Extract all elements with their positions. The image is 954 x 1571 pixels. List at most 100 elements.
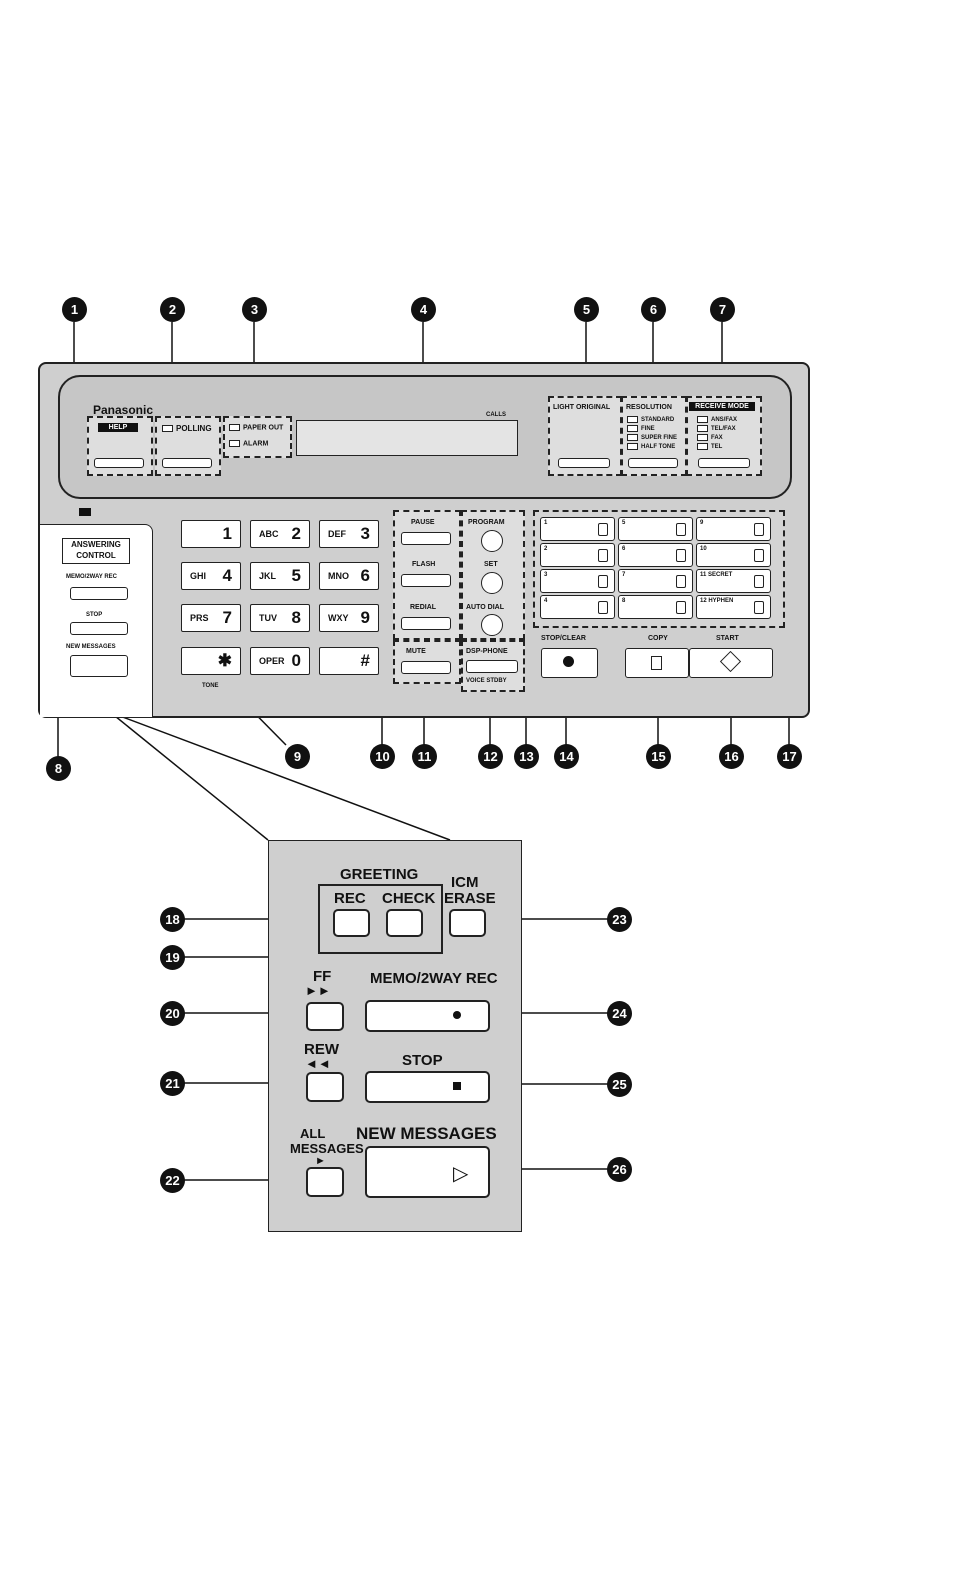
one-touch-key-icon [598, 549, 608, 562]
callout-9: 9 [285, 744, 310, 769]
help-button[interactable] [94, 458, 144, 468]
dsp-phone-button[interactable] [466, 660, 518, 673]
icm-erase-button[interactable] [449, 909, 486, 937]
greeting-check-button[interactable] [386, 909, 423, 937]
greeting-rec-label: REC [334, 890, 366, 907]
new-messages-label: NEW MESSAGES [356, 1124, 497, 1143]
key-hash[interactable]: # [319, 647, 379, 675]
one-touch-key[interactable]: 6 [618, 543, 693, 567]
program-button[interactable] [481, 530, 503, 552]
one-touch-key[interactable]: 12 HYPHEN [696, 595, 771, 619]
stop-button[interactable] [365, 1071, 490, 1103]
help-label: HELP [98, 423, 138, 432]
one-touch-key[interactable]: 3 [540, 569, 615, 593]
light-original-button[interactable] [558, 458, 610, 468]
tone-label: TONE [202, 683, 219, 689]
greeting-rec-button[interactable] [333, 909, 370, 937]
one-touch-key[interactable]: 10 [696, 543, 771, 567]
stop-clear-button[interactable] [541, 648, 598, 678]
memo-rec-small-label: MEMO/2WAY REC [66, 574, 118, 580]
key-star[interactable]: ✱ [181, 647, 241, 675]
one-touch-key-icon [676, 523, 686, 536]
callout-26: 26 [607, 1157, 632, 1182]
one-touch-key[interactable]: 5 [618, 517, 693, 541]
polling-button[interactable] [162, 458, 212, 468]
answering-control-label: ANSWERING CONTROL [62, 538, 130, 564]
one-touch-key-icon [676, 601, 686, 614]
lcd-display [296, 420, 518, 456]
flash-button[interactable] [401, 574, 451, 587]
set-button[interactable] [481, 572, 503, 594]
callout-1: 1 [62, 297, 87, 322]
one-touch-key-label: 7 [622, 572, 626, 578]
voice-stdby-label: VOICE STDBY [466, 678, 507, 684]
one-touch-key-label: 9 [700, 520, 704, 526]
stop-small-label: STOP [86, 612, 103, 618]
one-touch-key-icon [598, 601, 608, 614]
one-touch-key-label: 8 [622, 598, 626, 604]
receive-mode-label: RECEIVE MODE [689, 402, 755, 411]
one-touch-key-icon [598, 575, 608, 588]
one-touch-key[interactable]: 1 [540, 517, 615, 541]
rew-button[interactable] [306, 1072, 344, 1102]
status-lamps [223, 416, 292, 458]
callout-21: 21 [160, 1071, 185, 1096]
new-messages-small-label: NEW MESSAGES [66, 644, 116, 650]
stop-small-button[interactable] [70, 622, 128, 635]
one-touch-key[interactable]: 7 [618, 569, 693, 593]
redial-button[interactable] [401, 617, 451, 630]
play-triangle-icon: ▷ [453, 1161, 469, 1185]
one-touch-key-label: 3 [544, 572, 548, 578]
callout-17: 17 [777, 744, 802, 769]
key-1[interactable]: 1 [181, 520, 241, 548]
one-touch-key[interactable]: 2 [540, 543, 615, 567]
memo-2way-rec-button[interactable] [365, 1000, 490, 1032]
callout-2: 2 [160, 297, 185, 322]
auto-dial-button[interactable] [481, 614, 503, 636]
pause-button[interactable] [401, 532, 451, 545]
answering-control-panel [40, 524, 153, 717]
start-button[interactable] [689, 648, 773, 678]
one-touch-key[interactable]: 4 [540, 595, 615, 619]
new-messages-button[interactable]: ▷ [365, 1146, 490, 1198]
memo-rec-small-button[interactable] [70, 587, 128, 600]
polling-label: POLLING [162, 424, 212, 433]
recv-opt-fax: FAX [697, 434, 723, 441]
resolution-button[interactable] [628, 458, 678, 468]
all-messages-button[interactable] [306, 1167, 344, 1197]
stop-label: STOP [402, 1052, 443, 1069]
one-touch-key[interactable]: 11 SECRET [696, 569, 771, 593]
receive-mode-button[interactable] [698, 458, 750, 468]
icm-erase-label-1: ICM [451, 874, 479, 891]
callout-8: 8 [46, 756, 71, 781]
recv-opt-ansfax: ANS/FAX [697, 416, 737, 423]
callout-18: 18 [160, 907, 185, 932]
callout-23: 23 [607, 907, 632, 932]
recv-opt-telfax: TEL/FAX [697, 425, 736, 432]
copy-button[interactable] [625, 648, 689, 678]
one-touch-key[interactable]: 9 [696, 517, 771, 541]
one-touch-key-icon [676, 575, 686, 588]
resolution-label: RESOLUTION [626, 404, 672, 411]
callout-19: 19 [160, 945, 185, 970]
icm-erase-label-2: ERASE [444, 890, 496, 907]
all-messages-label-1: ALL [300, 1126, 326, 1141]
ff-button[interactable] [306, 1002, 344, 1031]
one-touch-key[interactable]: 8 [618, 595, 693, 619]
callout-4: 4 [411, 297, 436, 322]
mute-button[interactable] [401, 661, 451, 674]
stop-clear-label: STOP/CLEAR [541, 635, 586, 642]
one-touch-key-label: 1 [544, 520, 548, 526]
new-messages-small-button[interactable] [70, 655, 128, 677]
one-touch-key-icon [754, 601, 764, 614]
callout-22: 22 [160, 1168, 185, 1193]
